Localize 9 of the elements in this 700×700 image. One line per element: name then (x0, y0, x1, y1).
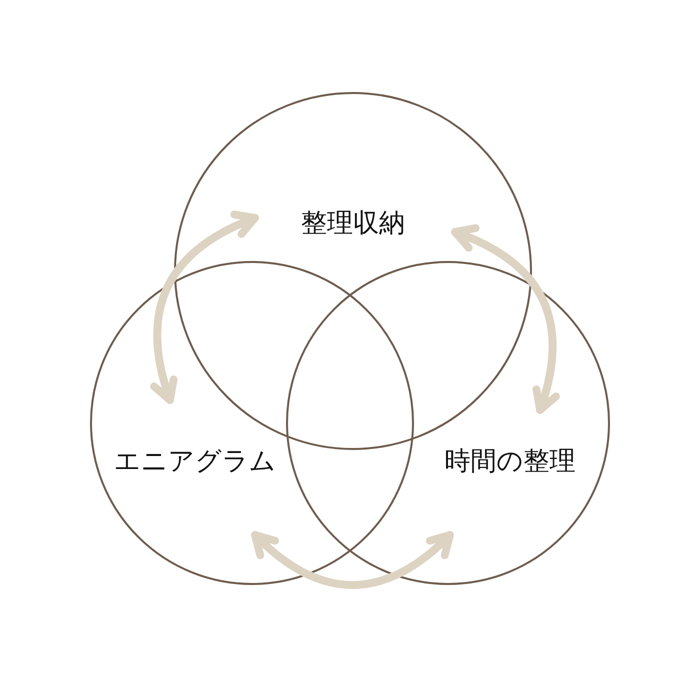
circle-label: 時間の整理 (444, 446, 576, 478)
double-arrow (451, 225, 560, 414)
double-arrow (150, 211, 259, 404)
venn-circle (174, 92, 532, 450)
circle-label: 整理収納 (301, 208, 405, 240)
circle-label: エニアグラム (114, 446, 276, 478)
double-arrow (251, 531, 454, 589)
venn-circle (286, 261, 610, 585)
venn-circle (90, 261, 414, 585)
